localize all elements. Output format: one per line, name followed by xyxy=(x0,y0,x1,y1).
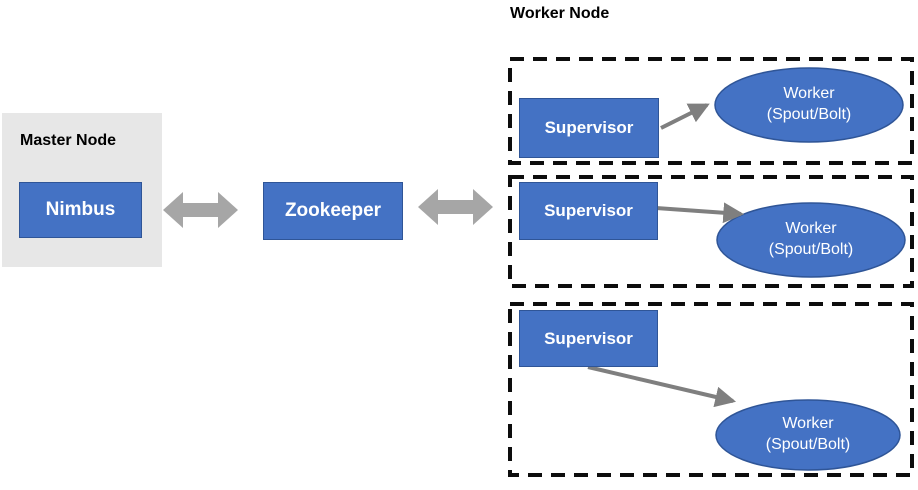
supervisor-box-3: Supervisor xyxy=(519,310,658,367)
worker-ellipse-2-line2: (Spout/Bolt) xyxy=(768,241,854,258)
worker-ellipse-1-line2: (Spout/Bolt) xyxy=(766,106,852,123)
worker-ellipse-2-text: Worker (Spout/Bolt) xyxy=(717,203,905,277)
worker-ellipse-3-text: Worker (Spout/Bolt) xyxy=(716,400,900,470)
worker-ellipse-3-line1: Worker xyxy=(782,415,834,433)
supervisor2-worker2-arrow xyxy=(655,202,745,224)
worker-ellipse-3 xyxy=(715,399,901,471)
worker-ellipse-2-line1: Worker xyxy=(785,220,837,238)
master-node-label: Master Node xyxy=(20,132,117,149)
worker-ellipse-2 xyxy=(716,202,906,278)
supervisor-box-1: Supervisor xyxy=(519,98,659,158)
nimbus-zookeeper-double-arrow xyxy=(163,192,238,228)
worker-ellipse-1 xyxy=(714,67,904,143)
supervisor3-worker3-arrow xyxy=(587,365,737,408)
worker-node-label: Worker Node xyxy=(510,5,610,22)
nimbus-box: Nimbus xyxy=(19,182,142,238)
worker-group-2-dashed-border xyxy=(508,175,914,288)
worker-ellipse-1-text: Worker (Spout/Bolt) xyxy=(715,68,903,142)
supervisor-box-2: Supervisor xyxy=(519,182,658,240)
supervisor1-worker1-arrow xyxy=(660,103,710,130)
zookeeper-workers-double-arrow xyxy=(418,189,493,225)
worker-ellipse-3-line2: (Spout/Bolt) xyxy=(765,436,851,453)
zookeeper-box: Zookeeper xyxy=(263,182,403,240)
worker-group-3-dashed-border xyxy=(508,302,914,477)
worker-ellipse-1-line1: Worker xyxy=(783,85,835,103)
